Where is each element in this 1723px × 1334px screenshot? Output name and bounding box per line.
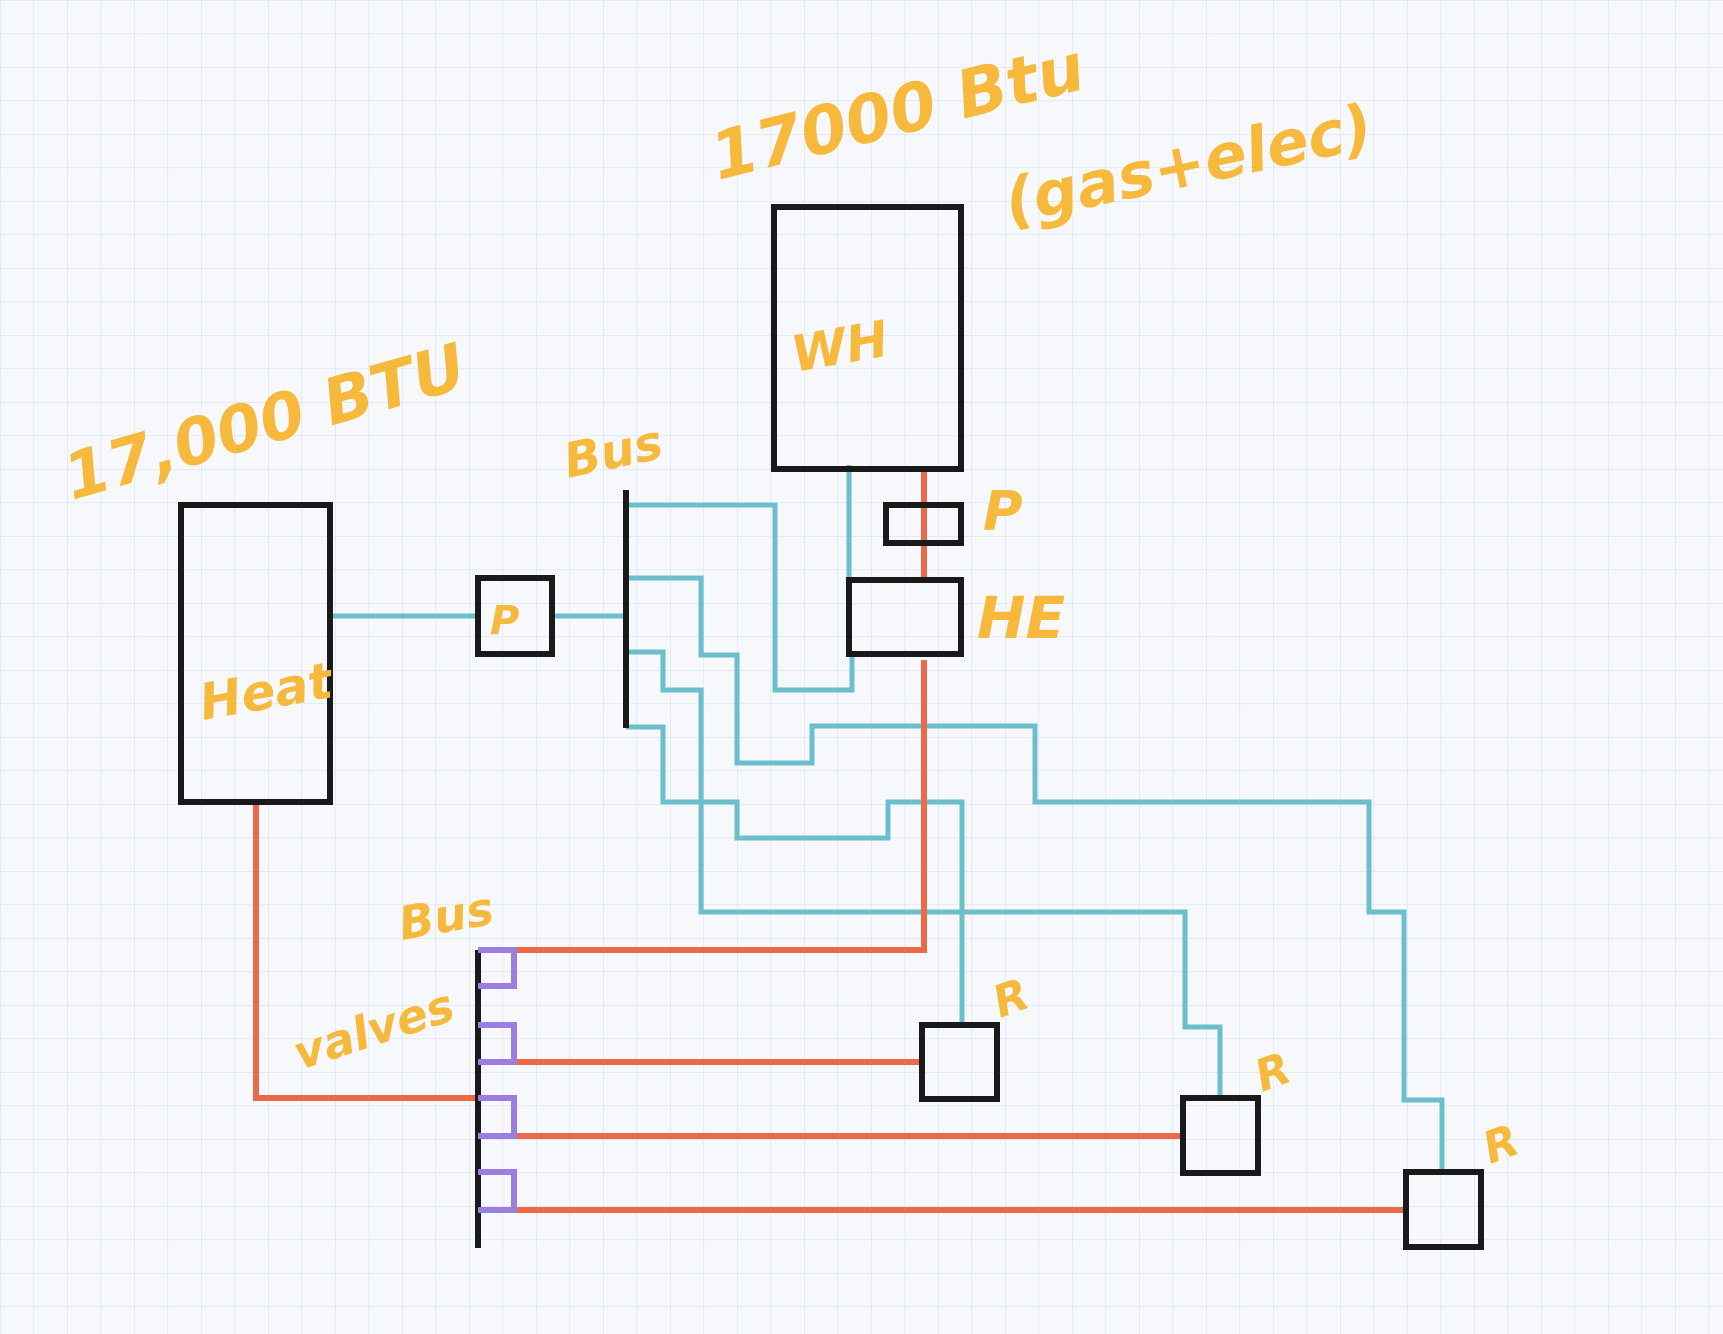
pump-wh-box [883,502,964,546]
he-to-bus-line [626,502,855,693]
heat-exchanger-box [846,577,964,657]
valve-1 [478,947,517,989]
pump-heater-label: P [490,598,519,644]
bus-branch-3 [626,724,965,1027]
water-heater-box [771,204,964,472]
valve-4 [478,1169,517,1213]
valve-3 [478,1095,517,1139]
valve-group [478,947,517,1213]
radiator-2-box [1180,1095,1261,1176]
pump-heater-box [475,575,555,657]
heater-box [178,502,333,805]
bus-branch-1 [626,575,1445,1175]
supply-lines [330,465,1445,1175]
radiator-3-box [1403,1169,1484,1250]
pump-wh-label: P [983,480,1023,543]
bus-branch-2 [626,649,1223,1098]
valve-2 [478,1022,517,1065]
heater-return-line [253,800,478,1101]
heat-exchanger-label: HE [977,584,1065,652]
radiator-1-box [919,1022,1000,1102]
